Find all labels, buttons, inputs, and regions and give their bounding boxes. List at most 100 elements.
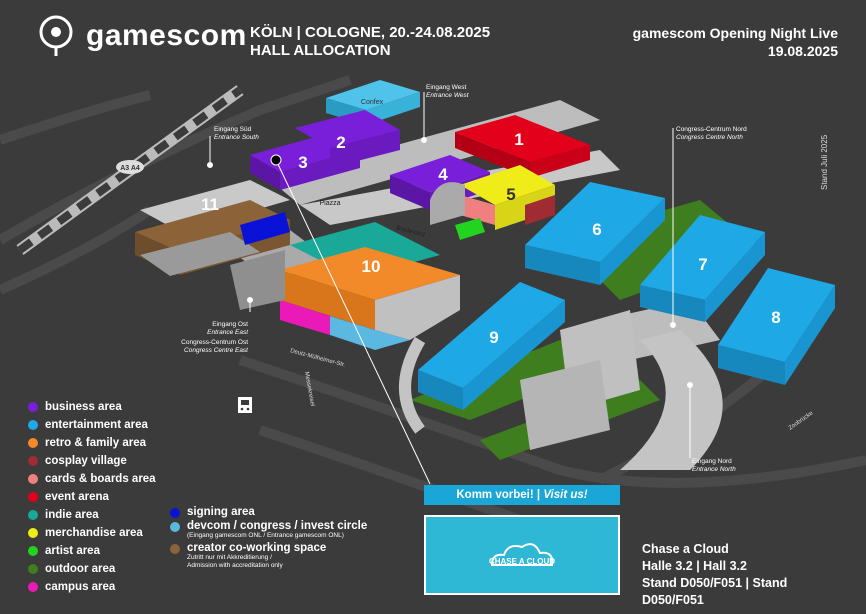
brand: gamescom	[38, 14, 247, 58]
ramp-east	[399, 336, 426, 434]
legend-label-signing: signing area	[187, 506, 255, 518]
cc-east-de: Congress-Centrum Ost	[181, 339, 248, 346]
hall-5-label: 5	[506, 185, 515, 204]
entrance-east-de: Eingang Ost	[212, 321, 248, 328]
exhibitor-stand: Stand D050/F051 | Stand	[642, 576, 788, 590]
exhibitor-stand-2: D050/F051	[642, 593, 704, 607]
hall-8: 8	[718, 268, 835, 385]
hall-10-label: 10	[362, 257, 381, 276]
legend-dot	[28, 420, 38, 430]
legend-dot	[28, 474, 38, 484]
exhibitor-hall: Halle 3.2 | Hall 3.2	[642, 559, 747, 573]
legend-dot	[28, 546, 38, 556]
legend-label: outdoor area	[45, 563, 116, 575]
legend-item: artist area	[28, 542, 156, 560]
piazza-label: Piazza	[319, 200, 340, 207]
legend-label: cosplay village	[45, 455, 127, 467]
hall-6-label: 6	[592, 220, 601, 239]
legend-dot-devcom	[170, 522, 180, 532]
motorway-sign: A3 A4	[116, 160, 144, 174]
entrance-labels: Eingang West Entrance West Eingang Süd E…	[181, 84, 747, 473]
legend-item: merchandise area	[28, 524, 156, 542]
entrance-west-en: Entrance West	[426, 92, 470, 99]
legend-sub-devcom: (Eingang gamescom ONL / Entrance gamesco…	[187, 532, 344, 539]
legend-item: event arena	[28, 488, 156, 506]
hall-4-label: 4	[438, 165, 448, 184]
logo-text: CHASE A CLOUD	[489, 557, 555, 566]
signing-area-block	[240, 212, 290, 245]
confex-label: Confex	[361, 99, 384, 106]
legend-dot	[28, 402, 38, 412]
legend-dot	[28, 564, 38, 574]
legend-label: retro & family area	[45, 437, 146, 449]
legend-label: business area	[45, 401, 122, 413]
legend-secondary: signing area devcom / congress / invest …	[170, 506, 367, 572]
legend-item: campus area	[28, 578, 156, 596]
legend-dot-signing	[170, 508, 180, 518]
parking-house	[230, 250, 285, 310]
hall-5: 5	[455, 165, 555, 240]
legend-item: retro & family area	[28, 434, 156, 452]
legend-dot	[28, 582, 38, 592]
exhibitor-info: Chase a Cloud Halle 3.2 | Hall 3.2 Stand…	[642, 541, 842, 609]
legend-item: indie area	[28, 506, 156, 524]
brand-name: gamescom	[86, 19, 247, 52]
legend-dot	[28, 510, 38, 520]
entrance-east-en: Entrance East	[207, 329, 249, 336]
event-info: gamescom Opening Night Live 19.08.2025	[633, 24, 838, 60]
hall-1: 1	[455, 115, 590, 178]
legend-item: outdoor area	[28, 560, 156, 578]
legend-item-devcom: devcom / congress / invest circle (Einga…	[170, 520, 367, 540]
confex-building: Confex	[326, 80, 420, 125]
chase-a-cloud-logo-icon: CHASE A CLOUD	[489, 543, 555, 566]
road-network	[0, 75, 866, 525]
entrance-south-en: Entrance South	[214, 134, 259, 141]
leader-lines	[207, 92, 693, 485]
event-date: 19.08.2025	[767, 43, 838, 59]
legend-sub-creator-1: Zutritt nur mit Akkreditierung /	[187, 554, 272, 561]
legend-label-creator: creator co-working space	[187, 542, 327, 554]
cc-north-de: Congress-Centrum Nord	[676, 126, 747, 133]
hall-6: 6	[525, 182, 665, 285]
entrance-north-de: Eingang Nord	[692, 458, 732, 465]
legend-item: cosplay village	[28, 452, 156, 470]
visit-de: Komm vorbei! |	[456, 489, 544, 501]
cc-east-en: Congress Centre East	[184, 347, 249, 354]
stand-location-marker	[270, 154, 282, 166]
entrance-arch	[430, 182, 465, 225]
service-building-2	[520, 360, 610, 450]
exhibitor-logo-box: CHASE A CLOUD	[424, 515, 620, 595]
legend-item-signing: signing area	[170, 506, 367, 518]
entrance-south-de: Eingang Süd	[214, 126, 252, 133]
hall-10: 10	[280, 222, 460, 350]
messekreisel-label: Messekreisel	[303, 371, 315, 407]
legend-label-devcom: devcom / congress / invest circle	[187, 520, 368, 532]
street-label: Deutz-Mülheimer-Str.	[289, 348, 346, 369]
legend: business area entertainment area retro & f…	[28, 398, 156, 596]
legend-item: business area	[28, 398, 156, 416]
legend-item: entertainment area	[28, 416, 156, 434]
title-line-1: KÖLN | COLOGNE, 20.-24.08.2025	[250, 24, 491, 41]
legend-label: event arena	[45, 491, 109, 503]
hall-11-label: 11	[201, 195, 219, 214]
title-line-2: HALL ALLOCATION	[250, 42, 391, 59]
hall-9: 9	[418, 282, 565, 410]
page-title: KÖLN | COLOGNE, 20.-24.08.2025 HALL ALLO…	[250, 24, 490, 60]
hall-9-label: 9	[489, 328, 498, 347]
legend-label: entertainment area	[45, 419, 148, 431]
hall-2: 2	[295, 110, 400, 168]
legend-label: artist area	[45, 545, 100, 557]
legend-dot-creator	[170, 544, 180, 554]
legend-dot	[28, 492, 38, 502]
visit-en: Visit us!	[543, 489, 588, 501]
hall-3-label: 3	[298, 153, 307, 172]
hall-1-label: 1	[514, 130, 523, 149]
legend-label: merchandise area	[45, 527, 143, 539]
legend-label: campus area	[45, 581, 116, 593]
legend-dot	[28, 438, 38, 448]
legend-dot	[28, 528, 38, 538]
event-title: gamescom Opening Night Live	[632, 25, 838, 41]
legend-label: indie area	[45, 509, 99, 521]
